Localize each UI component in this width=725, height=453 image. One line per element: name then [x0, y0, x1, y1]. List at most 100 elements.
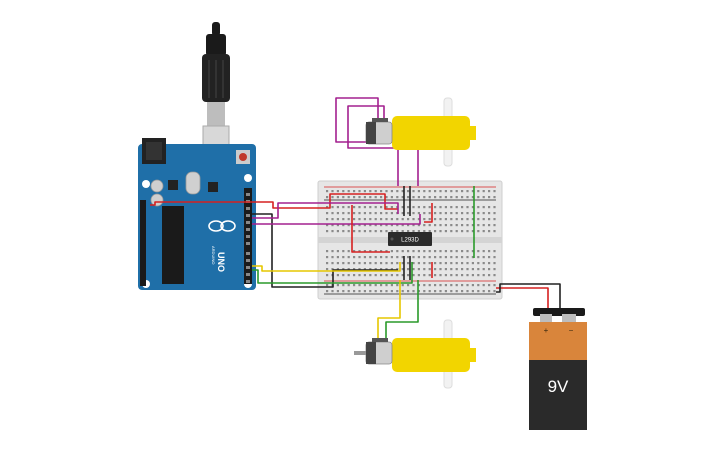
breadboard-hole — [363, 284, 366, 287]
arduino-uno-board[interactable]: ARDUINO UNO — [138, 138, 256, 290]
breadboard-hole — [326, 218, 329, 221]
arduino-model-label: UNO — [216, 252, 226, 272]
breadboard-hole — [412, 274, 415, 277]
breadboard-hole — [450, 284, 453, 287]
breadboard-hole — [326, 212, 329, 215]
breadboard-hole — [444, 290, 447, 293]
breadboard-hole — [353, 212, 356, 215]
breadboard-hole — [450, 268, 453, 271]
breadboard-hole — [477, 218, 480, 221]
breadboard-hole — [353, 262, 356, 265]
breadboard-hole — [450, 206, 453, 209]
wire-purple-1 — [252, 202, 399, 219]
breadboard-hole — [353, 256, 356, 259]
breadboard-hole — [423, 190, 426, 193]
breadboard-hole — [434, 224, 437, 227]
breadboard-hole — [439, 250, 442, 253]
breadboard-hole — [407, 206, 410, 209]
breadboard-hole — [423, 262, 426, 265]
breadboard-hole — [471, 268, 474, 271]
breadboard-hole — [471, 212, 474, 215]
breadboard-hole — [336, 290, 339, 293]
l293d-driver-ic[interactable]: L293D — [388, 232, 432, 246]
dc-gear-motor-bottom[interactable] — [354, 319, 476, 389]
breadboard-hole — [385, 212, 388, 215]
breadboard-hole — [342, 284, 345, 287]
breadboard-hole — [380, 230, 383, 233]
wire-motor-bot-yellow — [377, 280, 401, 340]
breadboard-hole — [417, 218, 420, 221]
breadboard-hole — [412, 290, 415, 293]
wire-green-ctrl — [252, 262, 413, 284]
breadboard-hole — [396, 290, 399, 293]
breadboard-hole — [342, 274, 345, 277]
breadboard-hole — [358, 206, 361, 209]
breadboard-hole — [461, 284, 464, 287]
breadboard-hole — [471, 256, 474, 259]
breadboard-hole — [353, 230, 356, 233]
breadboard-hole — [461, 250, 464, 253]
breadboard-hole — [466, 250, 469, 253]
breadboard-hole — [493, 250, 496, 253]
breadboard-hole — [471, 250, 474, 253]
breadboard-hole — [477, 212, 480, 215]
breadboard-hole — [396, 262, 399, 265]
breadboard-hole — [347, 224, 350, 227]
breadboard-hole — [450, 230, 453, 233]
breadboard-hole — [336, 230, 339, 233]
breadboard-hole — [401, 290, 404, 293]
breadboard-hole — [488, 290, 491, 293]
breadboard-hole — [482, 224, 485, 227]
dc-gear-motor-top[interactable] — [365, 97, 476, 167]
breadboard-hole — [380, 284, 383, 287]
breadboard-hole — [444, 196, 447, 199]
breadboard-hole — [439, 212, 442, 215]
breadboard-hole — [434, 212, 437, 215]
breadboard-hole — [407, 212, 410, 215]
wire-battery-black — [496, 283, 561, 310]
breadboard-hole — [390, 218, 393, 221]
breadboard-hole — [396, 250, 399, 253]
breadboard-hole — [434, 268, 437, 271]
breadboard-hole — [461, 190, 464, 193]
breadboard-hole — [385, 274, 388, 277]
breadboard-hole — [374, 196, 377, 199]
breadboard-hole — [347, 190, 350, 193]
breadboard-hole — [428, 250, 431, 253]
breadboard-hole — [412, 284, 415, 287]
breadboard-hole — [401, 284, 404, 287]
breadboard-hole — [380, 262, 383, 265]
breadboard-hole — [331, 190, 334, 193]
breadboard-hole — [342, 212, 345, 215]
breadboard-hole — [477, 230, 480, 233]
breadboard-hole — [380, 290, 383, 293]
breadboard-hole — [347, 284, 350, 287]
breadboard-hole — [471, 290, 474, 293]
breadboard-hole — [369, 262, 372, 265]
breadboard-hole — [369, 274, 372, 277]
breadboard-hole — [434, 230, 437, 233]
battery-9v[interactable]: + − 9V — [529, 308, 587, 430]
breadboard-hole — [455, 274, 458, 277]
breadboard-hole — [412, 224, 415, 227]
breadboard-hole — [493, 190, 496, 193]
breadboard-hole — [488, 230, 491, 233]
breadboard-hole — [331, 250, 334, 253]
breadboard-hole — [439, 274, 442, 277]
breadboard-hole — [423, 206, 426, 209]
breadboard-hole — [439, 206, 442, 209]
breadboard-hole — [342, 256, 345, 259]
breadboard-hole — [401, 256, 404, 259]
breadboard-hole — [390, 224, 393, 227]
battery-voltage-label: 9V — [548, 377, 569, 396]
breadboard-hole — [407, 262, 410, 265]
breadboard-hole — [417, 250, 420, 253]
breadboard-hole — [466, 218, 469, 221]
breadboard-hole — [439, 196, 442, 199]
breadboard-hole — [455, 290, 458, 293]
breadboard-hole — [342, 262, 345, 265]
breadboard-hole — [488, 218, 491, 221]
breadboard-hole — [396, 218, 399, 221]
breadboard-hole — [439, 224, 442, 227]
breadboard-hole — [347, 256, 350, 259]
